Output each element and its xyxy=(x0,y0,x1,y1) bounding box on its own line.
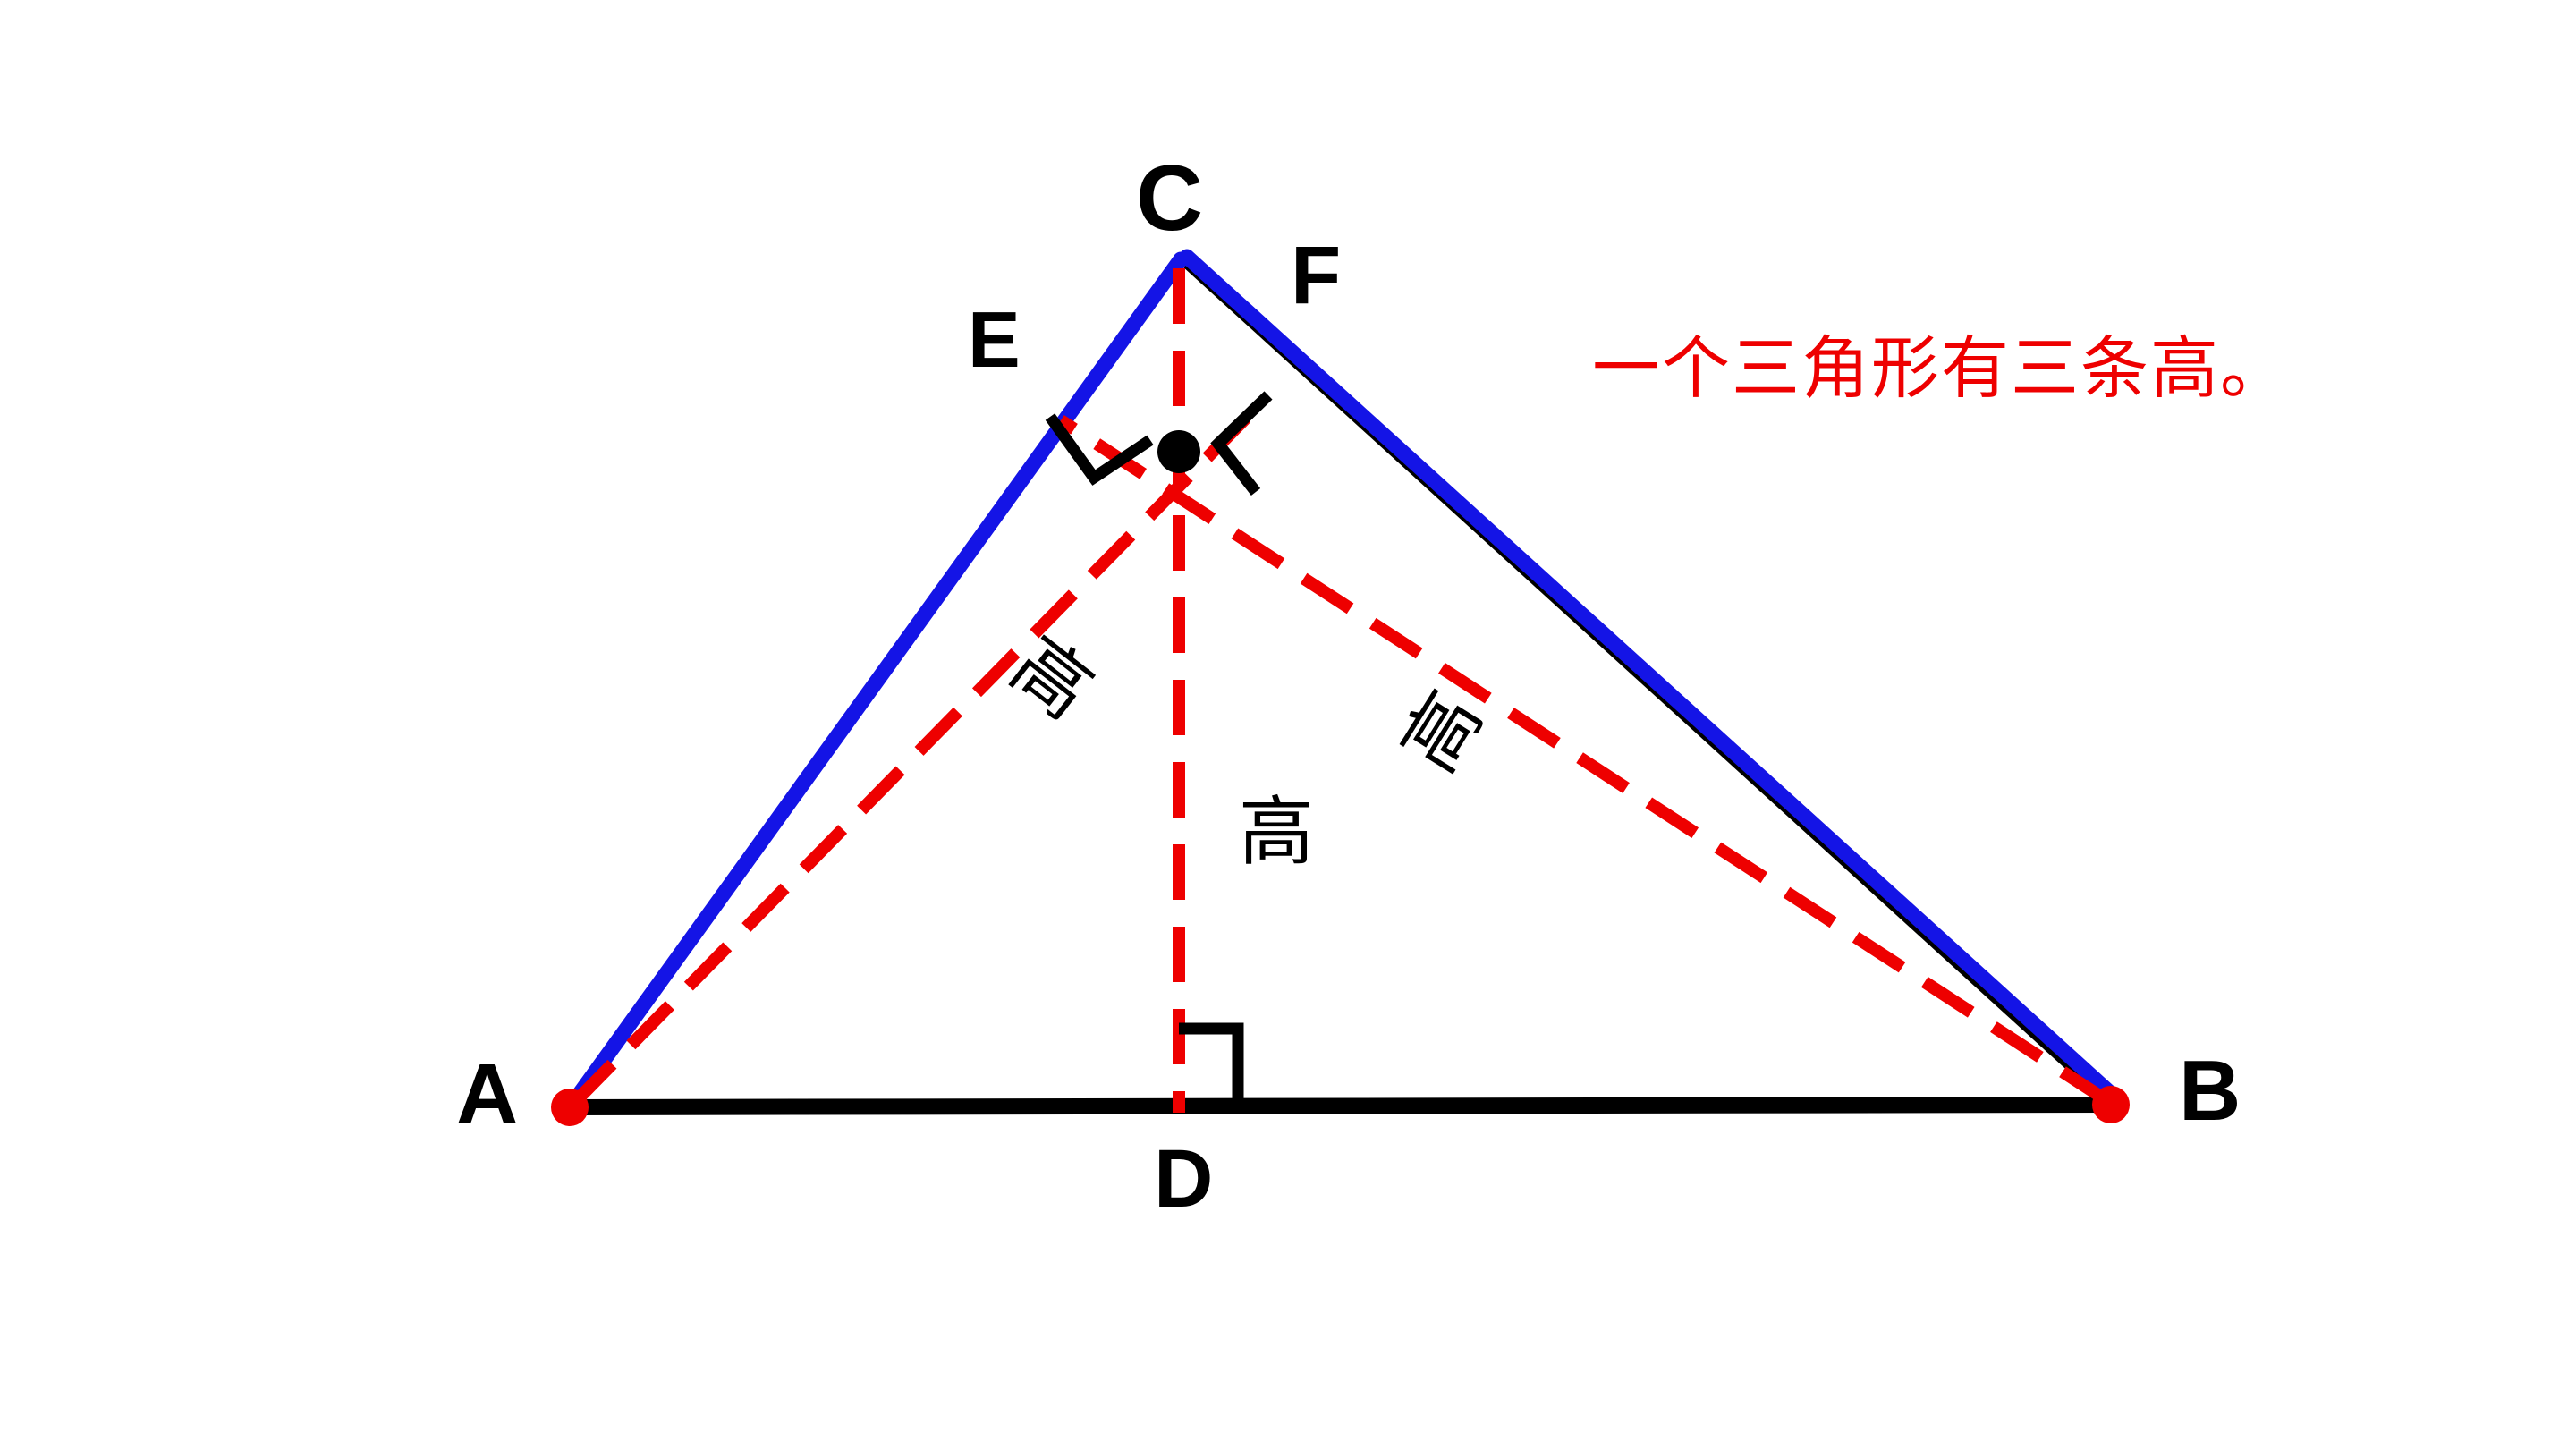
foot-label-E: E xyxy=(968,295,1021,384)
altitude-AF xyxy=(569,396,1267,1108)
right-angle-marker-D xyxy=(1179,1022,1244,1107)
foot-label-D: D xyxy=(1154,1133,1214,1224)
vertex-label-A: A xyxy=(456,1046,519,1142)
vertex-label-C: C xyxy=(1136,147,1204,250)
caption-text: 一个三角形有三条高。 xyxy=(1592,328,2290,408)
right-angle-marker-F xyxy=(1210,391,1273,496)
segment-CB xyxy=(1179,249,2125,1107)
altitude-BE xyxy=(1057,415,2113,1107)
vertex-dot-B xyxy=(2092,1086,2130,1123)
orthocenter-dot xyxy=(1157,430,1200,473)
right-angle-marker-E xyxy=(1045,413,1154,486)
altitude-label-center: 高 xyxy=(1239,788,1315,876)
foot-label-F: F xyxy=(1291,230,1342,321)
vertex-label-B: B xyxy=(2179,1043,2241,1139)
vertex-dot-A xyxy=(551,1089,589,1126)
segment-AC xyxy=(562,251,1189,1115)
segment-AB xyxy=(569,1097,2112,1115)
